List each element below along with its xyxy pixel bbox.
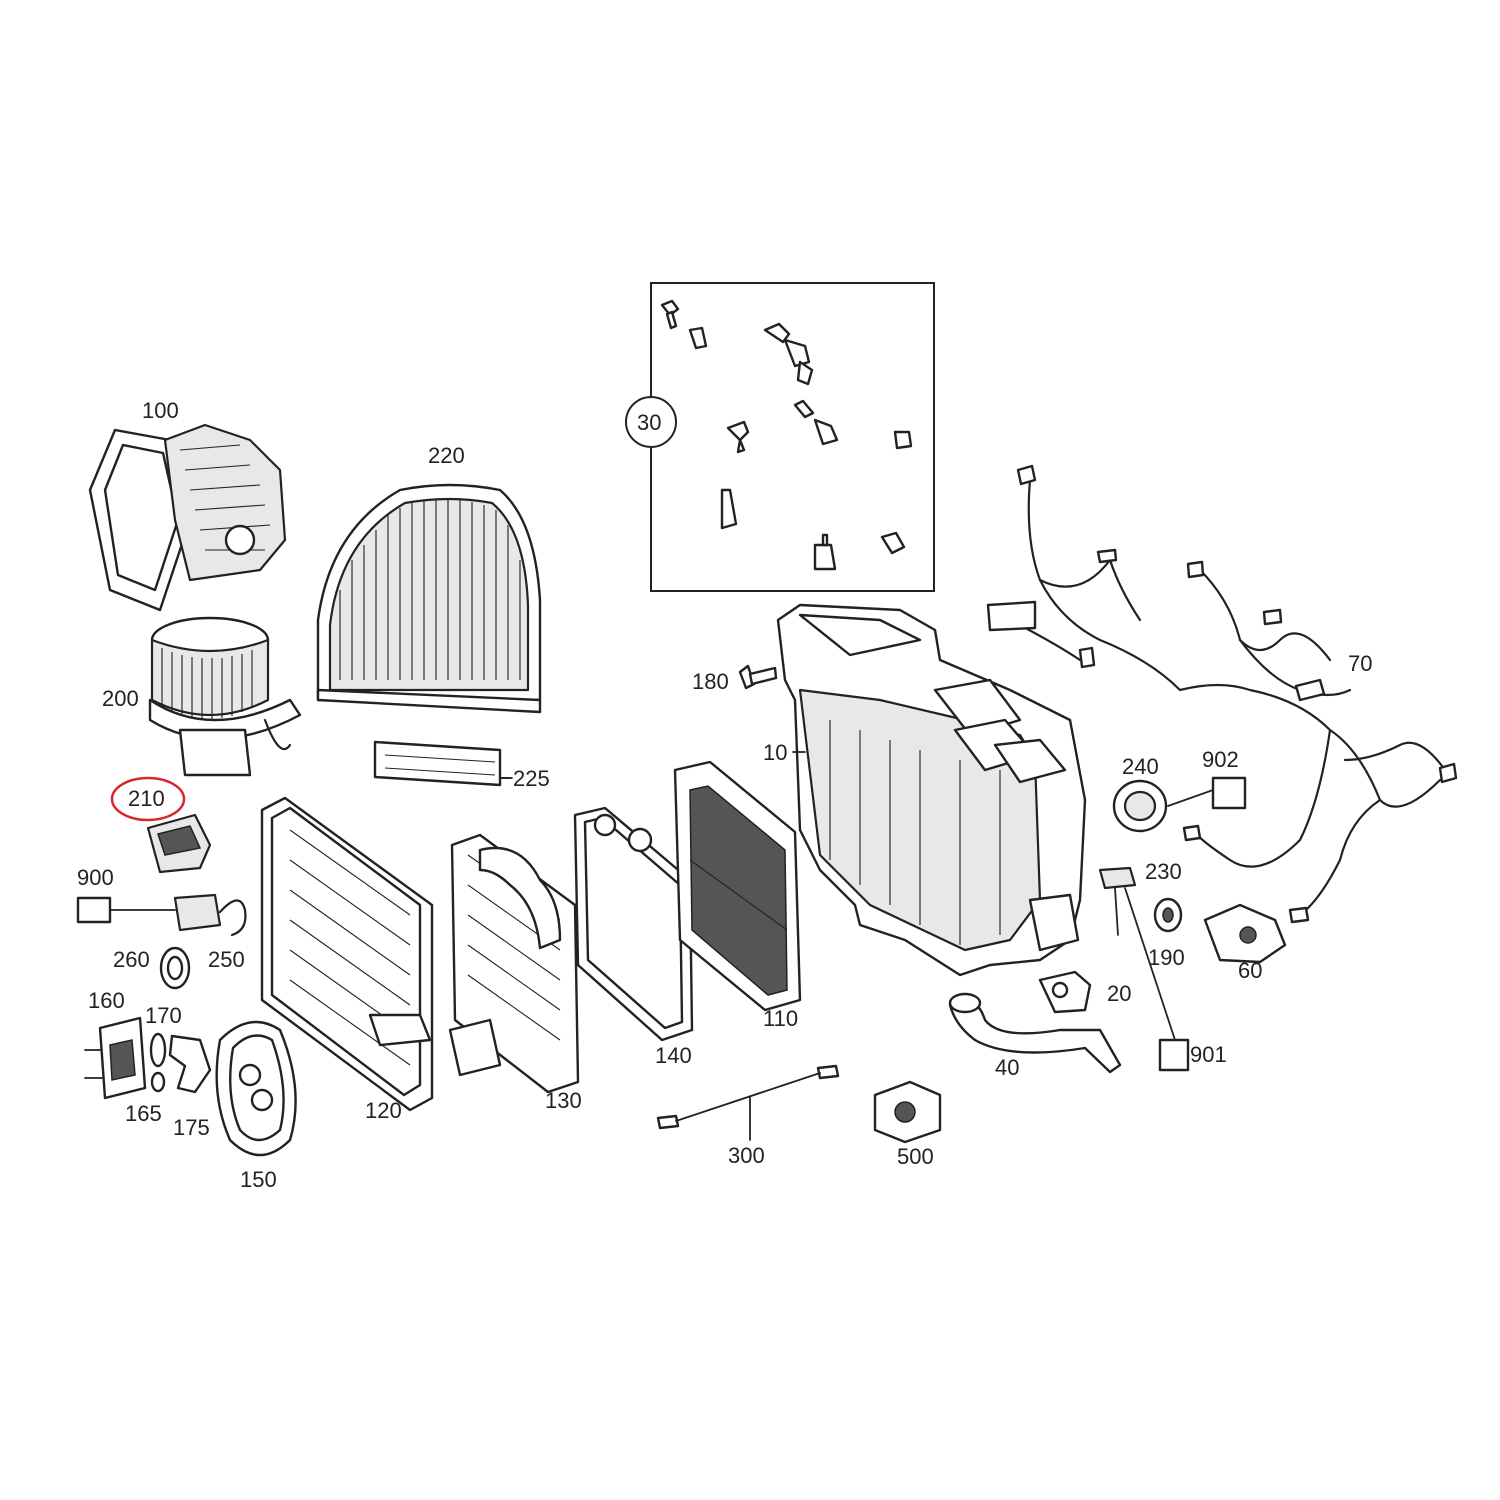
cabin-filter-part (316, 483, 542, 714)
callout-20: 20 (1107, 981, 1131, 1006)
gasket-165-part (150, 1071, 166, 1093)
callout-170: 170 (145, 1003, 182, 1028)
callout-70: 70 (1348, 651, 1372, 676)
callout-260: 260 (113, 947, 150, 972)
screw-part (660, 299, 708, 350)
screw-180-part (738, 664, 778, 690)
callout-120: 120 (365, 1098, 402, 1123)
callout-165: 165 (125, 1101, 162, 1126)
callout-110: 110 (763, 1006, 798, 1031)
callout-160: 160 (88, 988, 125, 1013)
callout-240: 240 (1122, 754, 1159, 779)
wire-300-part (656, 1064, 840, 1141)
blower-resistor-part (146, 813, 212, 874)
flap-housing-150-part (215, 1020, 297, 1157)
connector-902-part (1211, 776, 1247, 810)
callout-180: 180 (692, 669, 729, 694)
callout-175: 175 (173, 1115, 210, 1140)
evaporator-120-part (260, 796, 434, 1112)
callout-210: 210 (128, 786, 165, 811)
callout-130: 130 (545, 1088, 582, 1113)
bracket-175-part (168, 1034, 212, 1094)
callout-190: 190 (1148, 945, 1185, 970)
callout-30: 30 (637, 410, 661, 435)
highlight-ring-210 (110, 776, 186, 822)
filter-seal-part (373, 740, 513, 787)
callout-200: 200 (102, 686, 139, 711)
valve-block-500-part (873, 1080, 942, 1144)
callout-901: 901 (1190, 1042, 1227, 1067)
callout-300: 300 (728, 1143, 765, 1168)
callout-900: 900 (77, 865, 114, 890)
aux-heater-140-part (573, 806, 694, 1042)
bracket-part (763, 322, 814, 386)
callout-40: 40 (995, 1055, 1019, 1080)
grommet-190-part (1153, 897, 1183, 933)
actuator-60-part (1203, 903, 1287, 964)
wiring-harness-70-part (986, 464, 1458, 924)
callout-902: 902 (1202, 747, 1239, 772)
blower-motor-part (148, 616, 302, 777)
drain-hose-40-part (948, 992, 1122, 1074)
callout-250: 250 (208, 947, 245, 972)
callout-230: 230 (1145, 859, 1182, 884)
callout-220: 220 (428, 443, 465, 468)
clip-part (720, 399, 913, 571)
callout-140: 140 (655, 1043, 692, 1068)
heater-core-130-part (448, 833, 580, 1094)
gasket-170-part (149, 1032, 167, 1068)
frame-110-part (673, 760, 802, 1012)
connector-901-part (1158, 1038, 1190, 1072)
callout-225: 225 (513, 766, 550, 791)
blower-housing-part (88, 423, 287, 612)
seal-ring-260-part (159, 946, 191, 990)
callout-100: 100 (142, 398, 179, 423)
callout-10: 10 (763, 740, 787, 765)
callout-150: 150 (240, 1167, 277, 1192)
actuator-160-part (84, 1016, 147, 1100)
actuator-240-part (1112, 779, 1214, 833)
sensor-900-part (76, 893, 247, 937)
callout-500: 500 (897, 1144, 934, 1169)
fastener-kit-box (625, 282, 935, 592)
callout-60: 60 (1238, 958, 1262, 983)
callout-labels: 100 220 200 210 225 900 260 250 160 170 … (77, 398, 1372, 1192)
hvac-housing-10-part (776, 603, 1087, 977)
valve-20-part (1038, 970, 1092, 1014)
sensor-230-part (1098, 866, 1176, 1041)
